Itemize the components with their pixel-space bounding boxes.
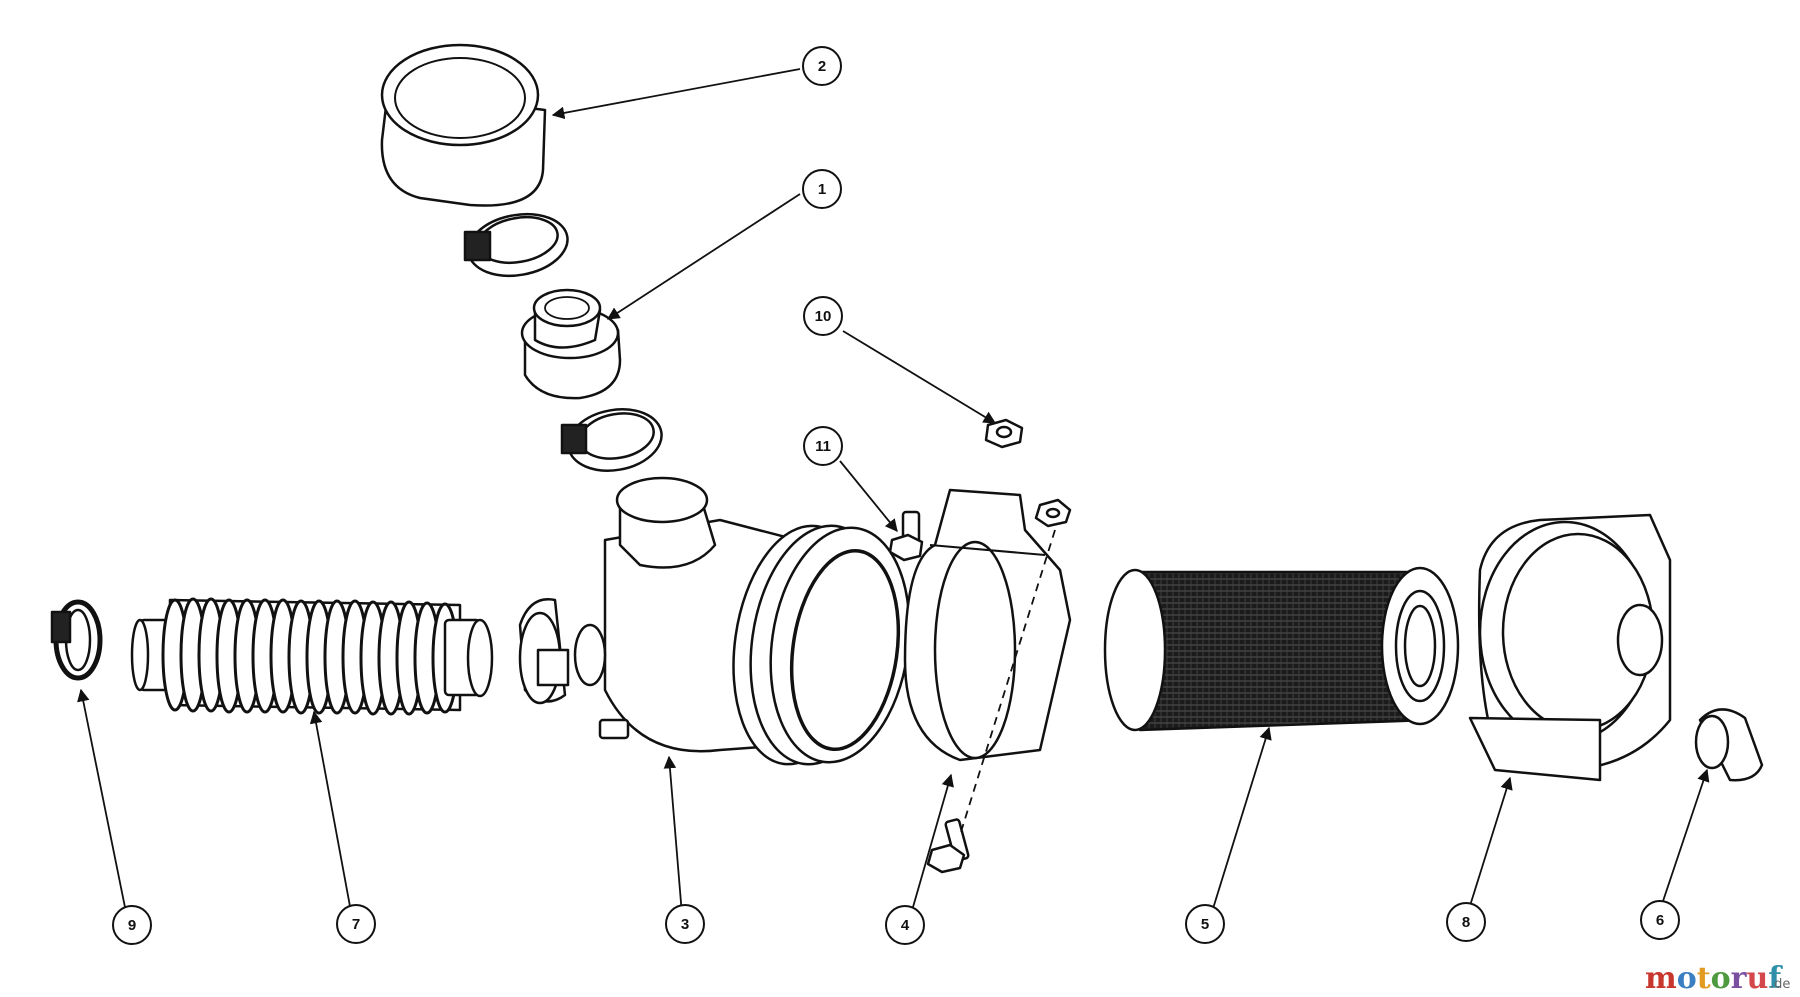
callout-4: 4 — [885, 905, 925, 945]
part-10-nut — [984, 418, 1024, 449]
callout-9: 9 — [112, 905, 152, 945]
svg-text:9: 9 — [128, 917, 136, 934]
svg-text:3: 3 — [681, 916, 689, 933]
upper-hose-clamp — [463, 212, 569, 278]
band-bolt-dashed-axis — [959, 529, 1056, 836]
watermark-letter: o — [1711, 961, 1731, 996]
part-5-filter-element — [1103, 566, 1460, 732]
coupling-clamp — [518, 598, 570, 705]
svg-text:11: 11 — [815, 438, 831, 455]
leader-4 — [906, 773, 954, 929]
svg-text:4: 4 — [901, 917, 910, 934]
leader-9 — [77, 688, 131, 933]
watermark-logo: motoruf .de — [1645, 961, 1790, 996]
watermark-letter: u — [1746, 961, 1768, 996]
callout-2: 2 — [802, 46, 842, 86]
callout-8: 8 — [1446, 902, 1486, 942]
callout-5: 5 — [1185, 904, 1225, 944]
watermark-letter: m — [1645, 961, 1677, 996]
lower-hose-clamp — [560, 408, 663, 472]
band-nut-top — [1034, 498, 1072, 528]
svg-text:8: 8 — [1462, 914, 1470, 931]
watermark-letter: o — [1677, 961, 1697, 996]
callout-7: 7 — [336, 904, 376, 944]
leader-6 — [1655, 768, 1710, 923]
part-3-housing — [573, 476, 911, 766]
svg-text:6: 6 — [1656, 912, 1664, 929]
leader-2 — [551, 68, 801, 120]
callout-6: 6 — [1640, 900, 1680, 940]
leader-8 — [1463, 776, 1513, 926]
part-2-cap — [380, 43, 547, 207]
band-bolt-bottom — [926, 818, 970, 874]
callout-11: 11 — [803, 426, 843, 466]
part-9-clamp — [50, 599, 103, 681]
svg-text:5: 5 — [1201, 916, 1209, 933]
leader-7 — [309, 710, 355, 929]
watermark-letter: r — [1731, 961, 1748, 996]
leader-11 — [839, 460, 898, 532]
svg-text:7: 7 — [352, 916, 360, 933]
part-1-reducer — [520, 288, 622, 400]
svg-text:1: 1 — [818, 181, 826, 198]
watermark-suffix: .de — [1770, 977, 1790, 992]
leader-1 — [606, 193, 801, 320]
svg-text:10: 10 — [815, 308, 832, 325]
callout-3: 3 — [665, 904, 705, 944]
leader-3 — [663, 755, 684, 928]
callout-10: 10 — [803, 296, 843, 336]
part-6-dust-valve — [1694, 708, 1764, 782]
leader-5 — [1206, 726, 1272, 929]
part-7-bellows-hose — [130, 597, 494, 716]
part-11-bolt — [888, 510, 924, 562]
callout-1: 1 — [802, 169, 842, 209]
part-4-mounting-band — [903, 488, 1072, 762]
watermark-letter: f — [1768, 961, 1783, 996]
svg-text:2: 2 — [818, 58, 826, 75]
part-8-end-cover — [1468, 513, 1672, 782]
watermark-letter: t — [1697, 961, 1711, 996]
leader-10 — [842, 330, 997, 424]
svg-text:motoruf: motoruf — [1645, 961, 1783, 996]
